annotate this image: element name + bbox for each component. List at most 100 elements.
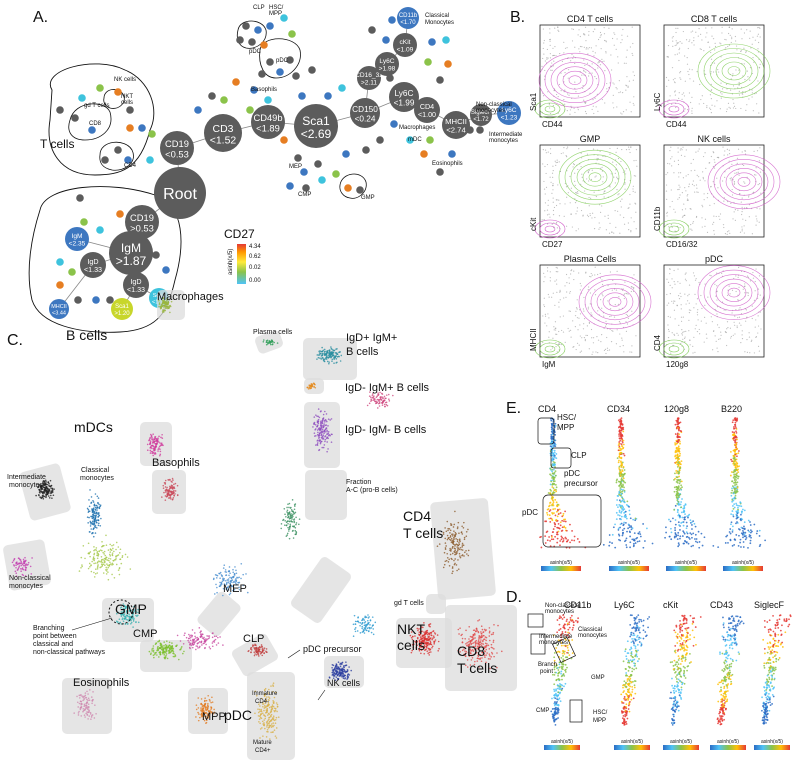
tree-node-marker: CD49b [253,113,282,123]
gating-dot [666,293,668,296]
gating-dot [615,169,617,171]
single-cell-dot [203,638,206,641]
gating-dot [610,173,612,175]
single-cell-dot [370,396,372,399]
satellite-node [338,84,346,92]
gating-dot [597,110,599,112]
single-cell-dot [461,554,464,556]
single-cell-dot [316,415,318,417]
gating-dot [618,308,620,310]
single-cell-dot [438,647,440,650]
gating-dot [559,291,561,293]
gating-dot [632,54,634,56]
gating-dot [585,271,587,273]
single-cell-dot [427,638,429,640]
single-cell-dot [46,487,49,490]
single-cell-dot [203,700,206,703]
gating-dot [743,232,745,234]
single-cell-dot [361,619,363,622]
gating-dot [626,35,629,37]
single-cell-dot [162,652,164,655]
single-cell-dot [444,560,447,563]
single-cell-dot [93,504,96,506]
gating-dot [724,38,726,41]
gating-dot [555,164,557,167]
single-cell-dot [49,485,52,488]
gating-dot [755,224,757,226]
single-cell-dot [298,518,301,520]
gating-dot [704,218,707,220]
gating-dot [730,78,732,80]
gating-plot-frame [539,264,641,358]
single-cell-dot [170,491,173,494]
single-cell-dot [428,651,431,654]
gating-dot [585,102,587,104]
single-cell-dot [485,636,488,639]
gating-dot [679,47,681,49]
gating-dot [742,218,744,220]
gating-dot [749,79,751,81]
single-cell-dot [311,383,314,386]
single-cell-dot [100,561,103,563]
single-cell-dot [271,717,274,719]
single-cell-dot [115,620,118,622]
gating-dot [623,351,625,353]
gating-dot [574,62,576,65]
gating-dot [578,272,580,274]
single-cell-dot [190,644,193,647]
single-cell-dot [132,618,135,621]
gating-plot-title: CD4 T cells [567,14,614,24]
gating-dot [590,328,593,331]
single-cell-dot [115,612,118,615]
gating-contour [534,99,566,119]
gating-dot [731,163,733,165]
gating-contour [558,149,632,205]
gating-contour [570,158,620,196]
gating-dot [621,92,624,94]
gating-dot [618,80,620,82]
gating-dot [743,47,745,49]
gating-dot [707,296,709,298]
single-cell-dot [164,491,167,493]
gating-dot [556,267,558,269]
gating-dot [678,324,680,326]
single-cell-dot [313,416,316,418]
satellite-node [71,114,79,122]
single-cell-dot [94,515,97,517]
single-cell-dot [271,343,274,345]
gating-dot [731,188,733,191]
gating-dot [697,191,699,193]
gating-dot [622,289,624,291]
single-cell-dot [80,556,83,559]
single-cell-dot [267,722,270,725]
gating-dot [754,280,756,283]
single-cell-dot [212,632,214,634]
gating-dot [746,70,748,72]
single-cell-dot [236,576,238,579]
gating-dot [565,186,568,188]
gating-plot-xlabel: CD27 [542,240,563,249]
single-cell-dot [429,648,432,651]
single-cell-dot [178,658,180,661]
single-cell-dot [321,430,323,432]
gating-dot [720,56,722,58]
gating-dot [544,322,546,324]
single-cell-dot [164,495,167,497]
tree-label: pDC [249,49,262,55]
gating-dot [681,93,683,95]
single-cell-dot [78,697,81,699]
single-cell-dot [228,574,230,577]
single-cell-dot [89,525,92,527]
single-cell-dot [363,619,366,621]
gating-dot [742,288,744,290]
single-cell-dot [261,651,264,653]
gating-dot [691,30,694,32]
single-cell-dot [171,487,174,490]
gating-dot [683,95,686,97]
satellite-node [288,30,296,38]
gating-dot [710,316,712,318]
gating-dot [678,97,680,99]
gating-plot-dots [534,26,636,119]
single-cell-dot [129,568,132,570]
gating-dot [678,176,680,178]
